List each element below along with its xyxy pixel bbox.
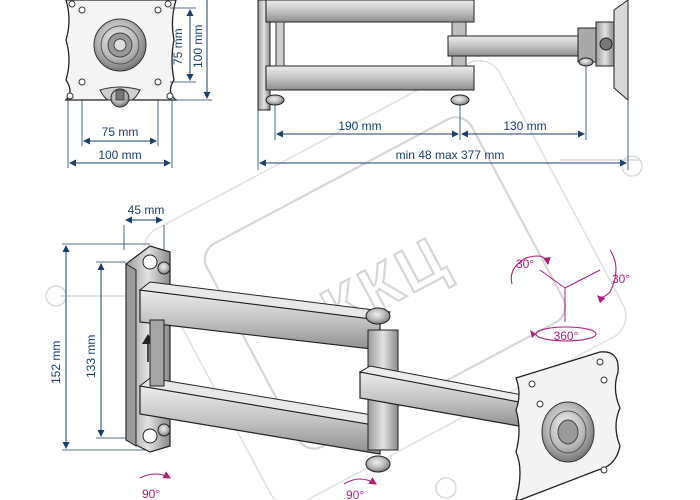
arm-seg2-label: 130 mm (503, 119, 546, 133)
rotation-arrow-icon (597, 249, 617, 304)
swivel-label: 360° (554, 329, 579, 343)
bottom-mid-rotation-label: 90° (346, 488, 364, 500)
bottom-left-rotation-label: 90° (142, 487, 160, 500)
plate-front-view (64, 0, 178, 108)
plate-h-outer-label: 100 mm (98, 148, 141, 162)
arm-range-label: min 48 max 377 mm (396, 148, 505, 162)
rotation-arrow-icon (530, 326, 597, 342)
side-dims: 45 mm 152 mm 133 mm (49, 203, 165, 451)
plate-horizontal-dims: 75 mm 100 mm (67, 100, 173, 168)
rotation-arrow-icon (510, 255, 551, 285)
arm-top-view (257, 0, 629, 111)
side-height-inner-label: 133 mm (84, 335, 98, 378)
arm-perspective-view (125, 245, 621, 500)
tilt-right-label: 30° (612, 272, 630, 286)
rotation-arrow-icon (343, 477, 377, 485)
tilt-left-label: 30° (516, 257, 534, 271)
plate-v-inner-label: 75 mm (171, 28, 185, 65)
plate-vertical-dims: 75 mm 100 mm (170, 0, 212, 101)
rotation-indicators: 30° 30° 360° 90° 90° (139, 249, 630, 500)
side-height-outer-label: 152 mm (49, 341, 63, 384)
plate-h-inner-label: 75 mm (102, 125, 139, 139)
arm-dims: 190 mm 130 mm min 48 max 377 mm (257, 66, 629, 170)
side-top-width-label: 45 mm (128, 203, 165, 217)
arm-seg1-label: 190 mm (338, 119, 381, 133)
plate-v-outer-label: 100 mm (191, 25, 205, 68)
rotation-arrow-icon (139, 471, 171, 479)
